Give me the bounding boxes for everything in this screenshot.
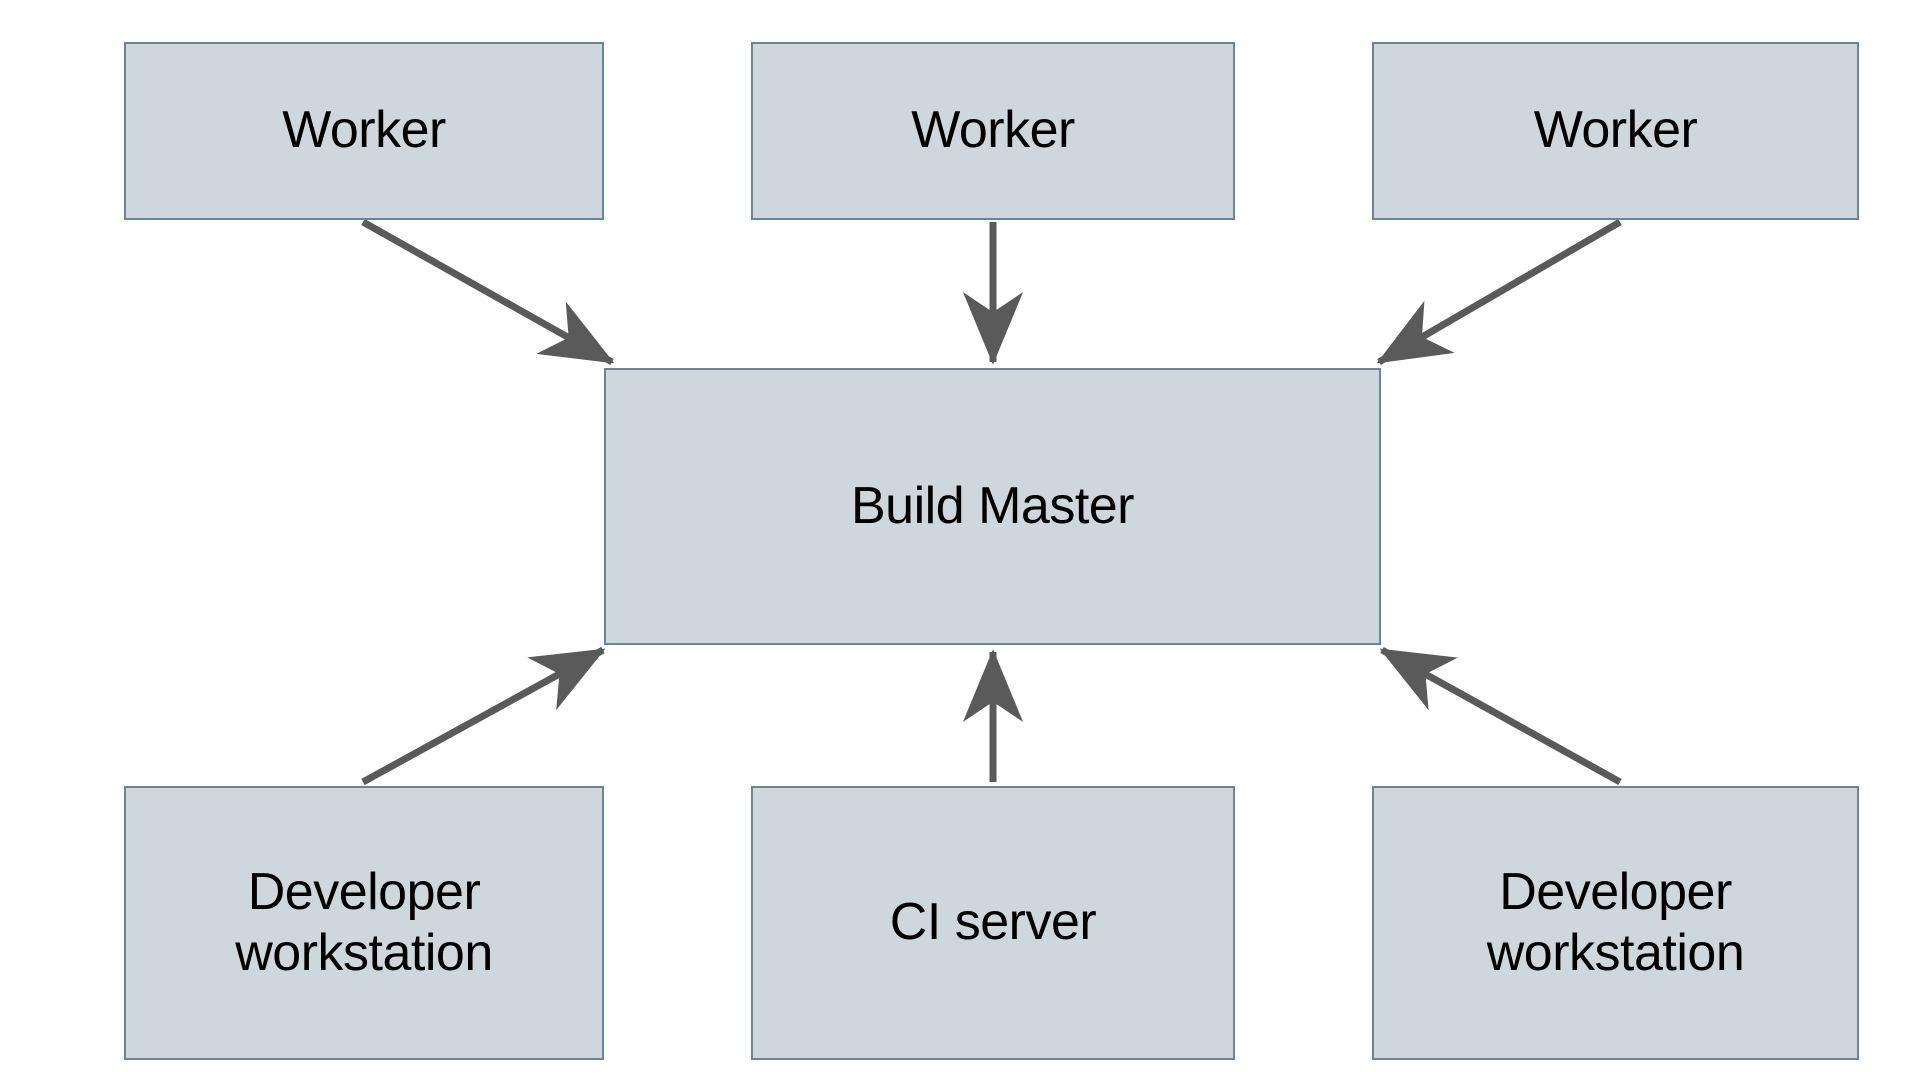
node-worker-2-label: Worker	[911, 101, 1075, 160]
node-dev-ws-right-label: Developer workstation	[1486, 862, 1745, 982]
node-worker-3[interactable]: Worker	[1372, 42, 1859, 220]
node-worker-1[interactable]: Worker	[124, 42, 604, 220]
node-dev-ws-left[interactable]: Developer workstation	[124, 786, 604, 1060]
node-dev-ws-left-label: Developer workstation	[235, 862, 493, 982]
node-dev-ws-right[interactable]: Developer workstation	[1372, 786, 1859, 1060]
edge-worker-3-to-build-master	[1376, 218, 1622, 366]
node-ci-server[interactable]: CI server	[751, 786, 1235, 1060]
edge-dev-ws-left-to-build-master	[361, 646, 606, 786]
node-ci-server-label: CI server	[889, 893, 1097, 952]
node-worker-2[interactable]: Worker	[751, 42, 1235, 220]
node-build-master-label: Build Master	[851, 476, 1135, 535]
edge-worker-1-to-build-master	[361, 218, 615, 366]
node-build-master[interactable]: Build Master	[604, 368, 1381, 645]
node-worker-1-label: Worker	[282, 101, 446, 160]
node-worker-3-label: Worker	[1533, 101, 1698, 160]
edge-dev-ws-right-to-build-master	[1379, 646, 1622, 786]
